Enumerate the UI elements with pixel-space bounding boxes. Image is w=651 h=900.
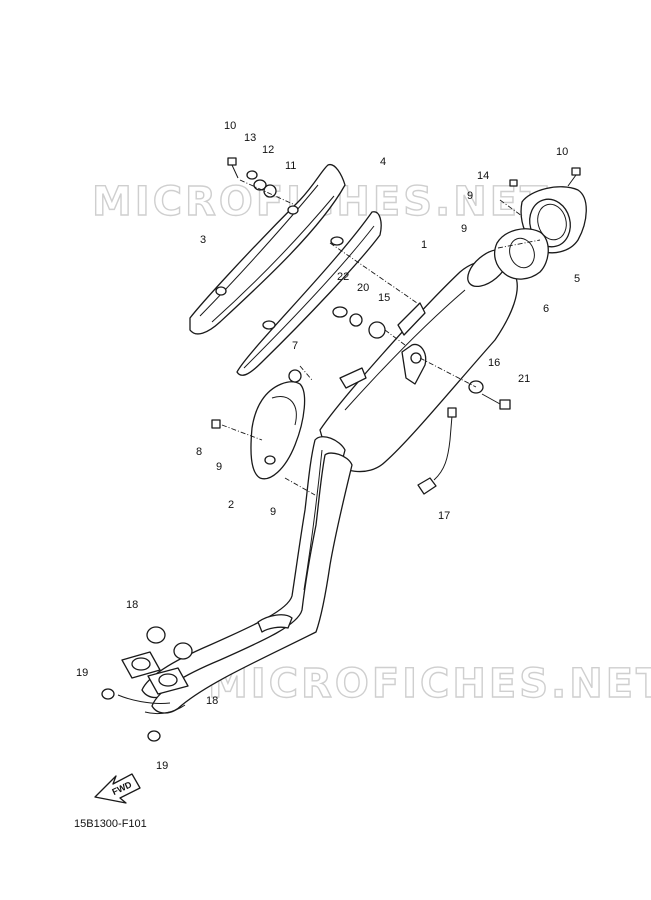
grommet-11[interactable]: [263, 184, 277, 198]
callout-17: 17: [438, 510, 450, 522]
protector-2[interactable]: [250, 381, 306, 480]
exhaust-pipe[interactable]: [117, 436, 353, 715]
collar-12[interactable]: [253, 179, 267, 191]
callout-22: 22: [337, 271, 349, 283]
callout-10-right: 10: [556, 146, 568, 158]
callout-8: 8: [196, 446, 202, 458]
callout-9-lower: 9: [270, 506, 276, 518]
callout-1: 1: [421, 239, 427, 251]
callout-9-mid: 9: [461, 223, 467, 235]
callout-19-bottom: 19: [156, 760, 168, 772]
callout-2: 2: [228, 499, 234, 511]
callout-15: 15: [378, 292, 390, 304]
callout-5: 5: [574, 273, 580, 285]
gasket-18-top[interactable]: [146, 626, 166, 644]
fwd-arrow-icon: FWD: [94, 773, 141, 804]
bolt-21[interactable]: [481, 393, 511, 410]
muffler-body-1[interactable]: [319, 243, 518, 473]
sensor-17[interactable]: [417, 407, 457, 495]
callout-6: 6: [543, 303, 549, 315]
callout-20: 20: [357, 282, 369, 294]
collar-22[interactable]: [332, 306, 348, 318]
washer-20[interactable]: [349, 313, 363, 327]
watermark-bottom: MICROFICHES.NET: [208, 661, 651, 707]
callout-4: 4: [380, 156, 386, 168]
callout-12: 12: [262, 144, 274, 156]
callout-18-bottom: 18: [206, 695, 218, 707]
washer-13[interactable]: [246, 170, 258, 180]
callout-9-protector: 9: [216, 461, 222, 473]
heat-protector-3[interactable]: [189, 163, 346, 335]
callout-9-upper: 9: [467, 190, 473, 202]
collar-7[interactable]: [288, 369, 302, 383]
callout-21: 21: [518, 373, 530, 385]
callout-19-top: 19: [76, 667, 88, 679]
nut-19-bottom[interactable]: [147, 730, 161, 742]
bolt-10-right[interactable]: [567, 167, 581, 187]
callout-10-top: 10: [224, 120, 236, 132]
heat-protector-4[interactable]: [236, 211, 382, 376]
gasket-6[interactable]: [494, 228, 549, 280]
grommet-15[interactable]: [368, 321, 386, 339]
bolt-10-top[interactable]: [227, 157, 239, 179]
callout-7: 7: [292, 340, 298, 352]
bolt-8[interactable]: [211, 419, 221, 429]
leader-lines: [221, 179, 541, 496]
callout-11: 11: [285, 160, 296, 172]
callout-3: 3: [200, 234, 206, 246]
nut-19-top[interactable]: [101, 688, 115, 700]
gasket-18-bottom[interactable]: [173, 642, 193, 660]
callout-13: 13: [244, 132, 256, 144]
screw-14[interactable]: [509, 179, 518, 187]
callout-18-top: 18: [126, 599, 138, 611]
callout-16: 16: [488, 357, 500, 369]
diagram-code: 15B1300-F101: [74, 818, 147, 830]
callouts: 1 2 3 4 5 6 7 8 9 9 9 9 10 10 11 12 13 1…: [76, 120, 580, 772]
callout-14: 14: [477, 170, 489, 182]
